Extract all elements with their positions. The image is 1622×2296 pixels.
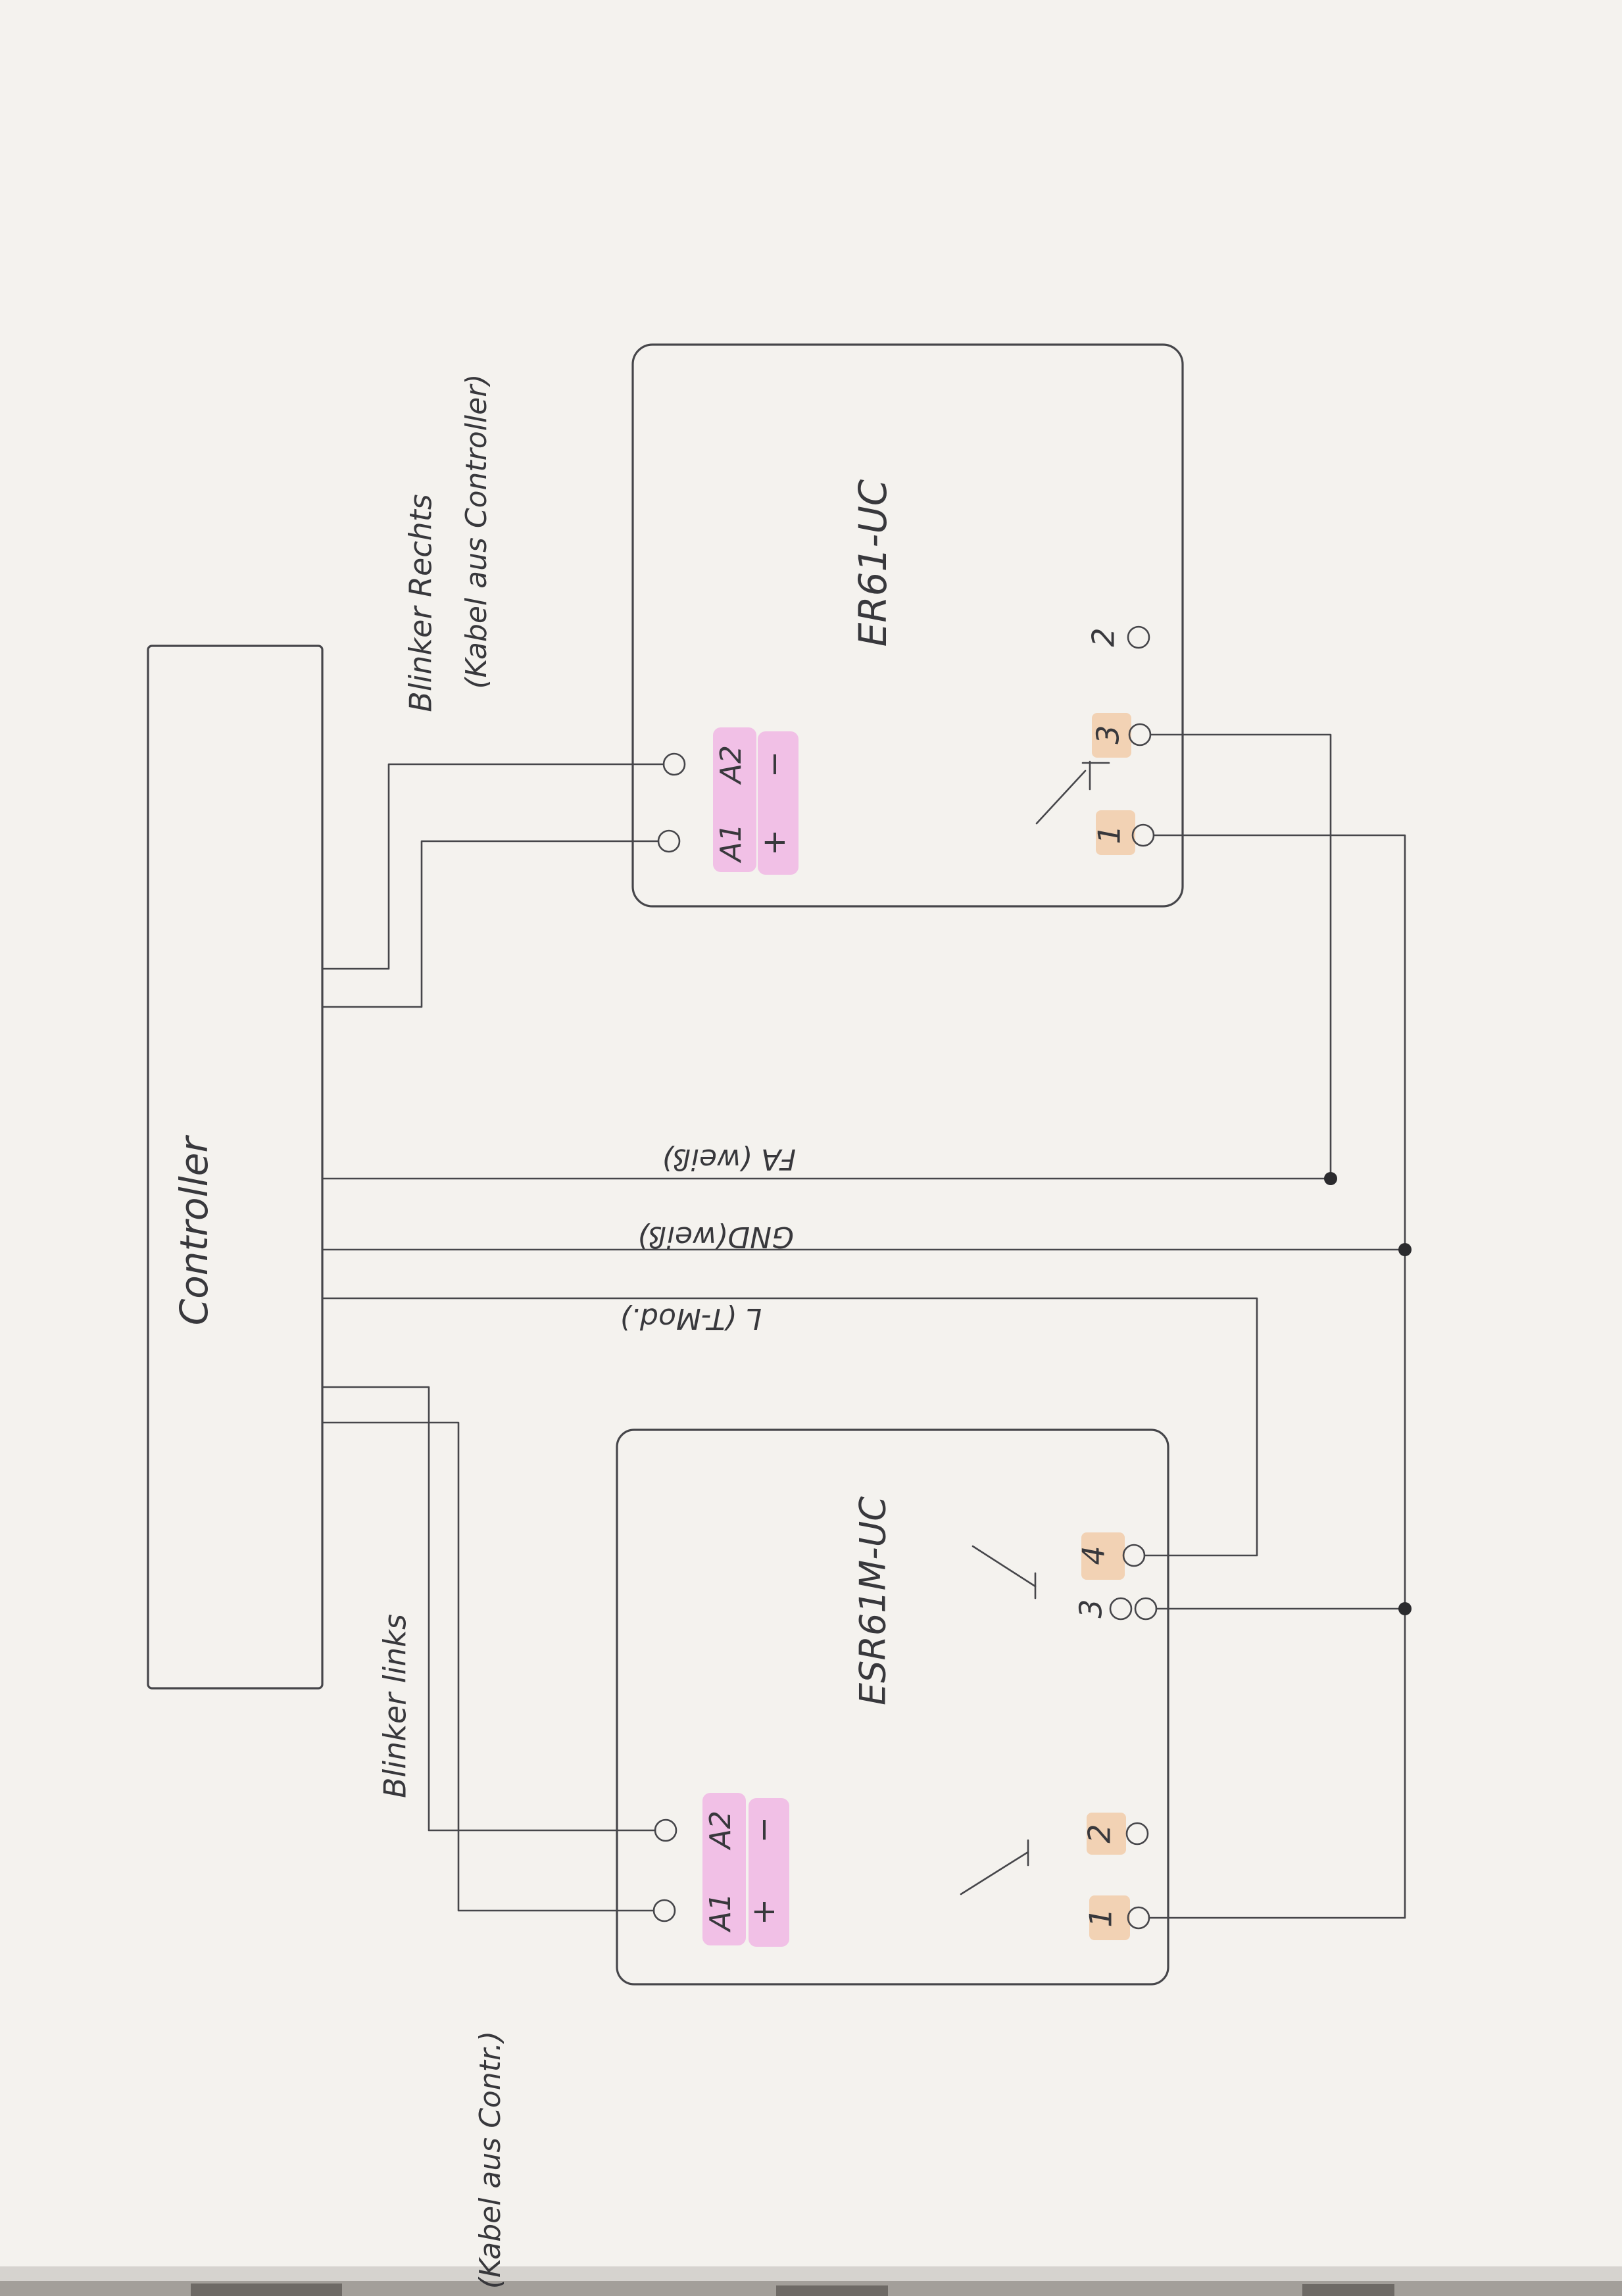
controller-box <box>147 645 324 1690</box>
label-esr61m-a1: A1 <box>704 1893 737 1933</box>
label-esr61m-4: 4 <box>1076 1546 1112 1565</box>
wire-label-gnd: GND(weiß) <box>637 1220 794 1254</box>
wire-label-l: L (T-Mod.) <box>620 1302 762 1335</box>
annotation-kabel-aus-controller: (Kabel aus Controller) <box>460 374 493 689</box>
wire-l-to-esr61-t4 <box>321 1297 1258 1557</box>
junction-dot-fa <box>1324 1172 1337 1185</box>
junction-dot-t3 <box>1398 1602 1412 1615</box>
module-esr61m-box <box>616 1429 1169 1986</box>
terminal-esr61m-3a <box>1109 1597 1133 1621</box>
terminal-er61-3 <box>1128 723 1152 746</box>
annotation-kabel-aus-contr: (Kabel aus Contr.) <box>474 2031 507 2289</box>
highlight-top-terminal-1 <box>1096 810 1135 855</box>
highlight-bottom-coil-labels <box>702 1793 746 1945</box>
label-esr61m-2: 2 <box>1082 1824 1118 1843</box>
label-esr61m-minus: − <box>745 1817 782 1843</box>
terminal-er61-1 <box>1131 823 1155 847</box>
label-er61-1: 1 <box>1092 825 1127 844</box>
terminal-esr61m-a2 <box>654 1819 677 1842</box>
switch-symbol-esr61m-upper <box>971 1545 1037 1600</box>
highlight-bottom-terminal-1 <box>1089 1895 1130 1940</box>
label-er61-2: 2 <box>1086 627 1121 647</box>
label-er61-plus: + <box>756 829 793 856</box>
highlight-bottom-terminal-4 <box>1081 1532 1125 1580</box>
wire-er61-t3-down <box>1149 733 1332 1180</box>
scan-edge-smudge <box>776 2285 888 2296</box>
highlight-bottom-terminal-2 <box>1087 1813 1126 1855</box>
label-er61-3: 3 <box>1091 725 1126 744</box>
switch-symbol-esr61m-lower <box>960 1839 1029 1895</box>
junction-dot-gnd <box>1398 1243 1412 1256</box>
label-esr61m-plus: + <box>745 1899 782 1925</box>
controller-label: Controller <box>172 1135 216 1326</box>
label-er61-a2: A2 <box>714 745 748 785</box>
terminal-esr61m-2 <box>1125 1822 1149 1845</box>
terminal-er61-a1 <box>657 829 681 853</box>
annotation-blinker-rechts: Blinker Rechts <box>403 494 439 712</box>
annotation-blinker-links: Blinker links <box>378 1614 413 1798</box>
wire-er61-t1-to-esr61-t1 <box>1148 834 1406 1919</box>
terminal-er61-2 <box>1127 625 1150 649</box>
label-esr61m-1: 1 <box>1083 1908 1119 1927</box>
label-er61-a1: A1 <box>714 823 748 864</box>
wire-controller-to-er61-a2 <box>321 763 665 970</box>
module-esr61m-label: ESR61M-UC <box>852 1496 894 1705</box>
wire-controller-to-esr61-a2 <box>321 1386 656 1832</box>
label-esr61m-a2: A2 <box>704 1811 737 1851</box>
label-er61-minus: − <box>756 751 793 777</box>
module-er61-box <box>631 343 1184 908</box>
highlight-bottom-coil-signs <box>749 1798 789 1947</box>
switch-symbol-er61 <box>1035 760 1110 825</box>
terminal-esr61m-4 <box>1122 1544 1146 1567</box>
highlight-top-terminal-3 <box>1092 713 1131 758</box>
terminal-er61-a2 <box>662 752 686 776</box>
module-er61-label: ER61-UC <box>850 479 895 647</box>
highlight-top-coil-signs <box>758 731 799 875</box>
label-esr61m-3: 3 <box>1073 1599 1109 1618</box>
terminal-esr61m-1 <box>1127 1906 1150 1930</box>
wire-controller-to-er61-a1 <box>321 840 660 1008</box>
scan-edge-smudge <box>1302 2284 1394 2296</box>
wire-label-fa: FA (weiß) <box>662 1142 796 1176</box>
wire-controller-to-esr61-a1 <box>321 1421 655 1912</box>
highlight-top-coil-labels <box>713 727 756 872</box>
terminal-esr61m-a1 <box>652 1899 676 1922</box>
scan-edge-smudge <box>191 2284 342 2296</box>
terminal-esr61m-3b <box>1134 1597 1158 1621</box>
